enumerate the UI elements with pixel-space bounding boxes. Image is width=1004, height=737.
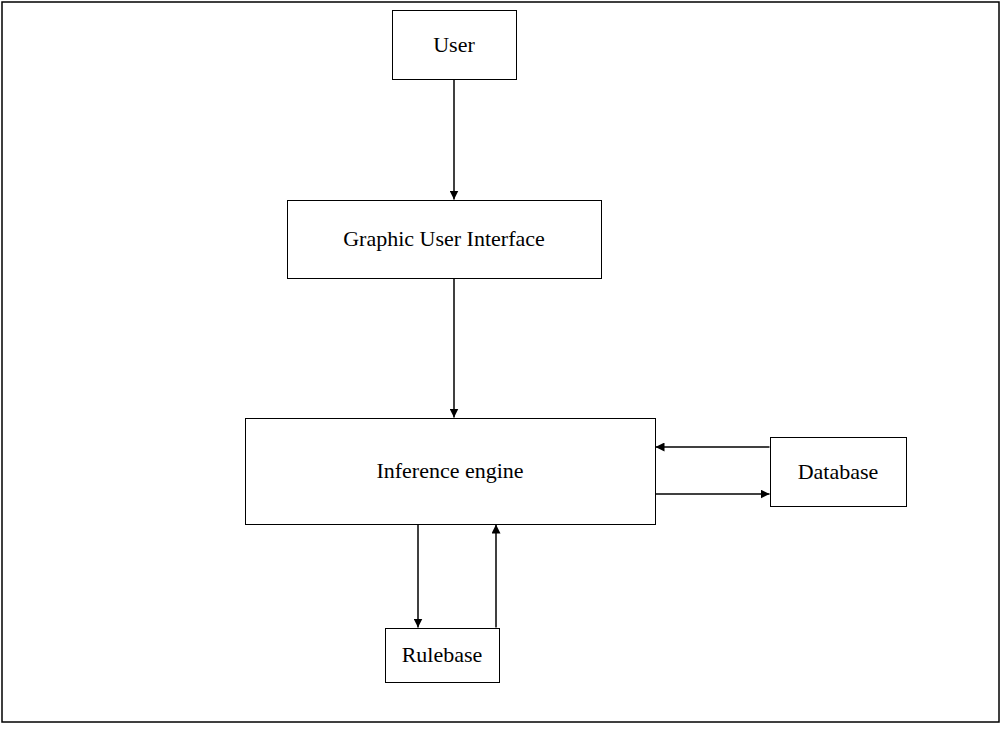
process-box: User [392,10,517,80]
flow-arrow [417,525,419,628]
process-box: Rulebase [385,628,500,683]
flow-arrow [656,446,770,448]
box-label: Inference engine [376,458,523,484]
flow-arrow [495,525,497,628]
flow-arrow [453,279,455,418]
process-box: Database [770,437,907,507]
box-label: Database [798,459,879,485]
flow-arrow [656,493,770,495]
box-label: Rulebase [402,642,483,668]
box-label: Graphic User Interface [343,226,545,252]
frame-border [2,2,999,722]
box-label: User [433,32,475,58]
process-box: Graphic User Interface [287,200,602,279]
flow-arrow [453,80,455,200]
process-box: Inference engine [245,418,656,525]
